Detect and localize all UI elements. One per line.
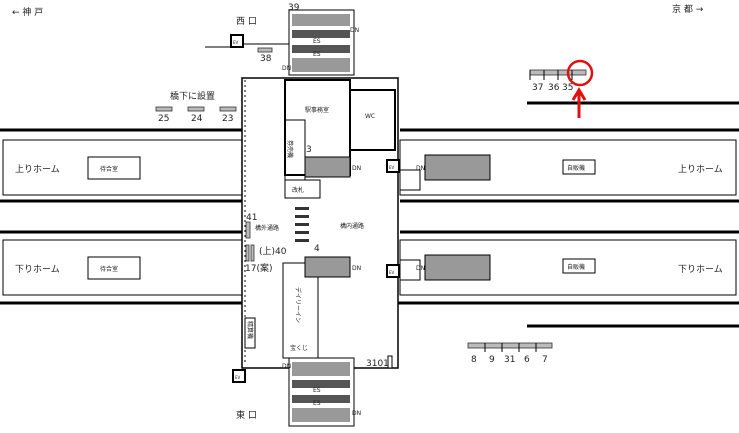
number-23: 23 xyxy=(222,114,233,124)
vending-machine-down xyxy=(562,258,596,274)
vending-machine-up xyxy=(562,159,596,175)
exit-west: 西 口 xyxy=(236,16,257,27)
dn-label: DN xyxy=(282,65,291,72)
item-17 xyxy=(245,244,250,262)
elevator-west: EV xyxy=(230,34,244,48)
items-37-34 xyxy=(529,69,587,80)
under-bridge-label: 橋下に設置 xyxy=(170,90,215,102)
daily-in-label: デイリーイン xyxy=(294,287,302,323)
number-37: 37 xyxy=(532,83,543,93)
inside-passage-label: 構内通路 xyxy=(340,222,364,230)
number-40: (上)40 xyxy=(259,246,287,257)
dn-label: DN xyxy=(416,265,425,272)
fare-adjust-label: 精算機 xyxy=(246,321,254,339)
lottery-label: 宝くじ xyxy=(290,344,308,352)
fare-adjust-machine xyxy=(244,317,256,349)
item-3101 xyxy=(387,355,393,369)
es-label: ES xyxy=(313,387,321,394)
item-40 xyxy=(250,244,255,262)
dn-label: DN xyxy=(350,27,359,34)
direction-east: 京 都 → xyxy=(672,3,704,15)
item-23 xyxy=(219,106,237,112)
number-39: 39 xyxy=(288,3,300,13)
platform-down-label: 下りホーム xyxy=(15,264,60,275)
number-41: 41 xyxy=(246,213,257,223)
platform-up-label-right: 上りホーム xyxy=(678,164,723,175)
dn-label: DN xyxy=(282,363,291,370)
concourse xyxy=(241,77,421,369)
elevator-up-platform: EV xyxy=(386,159,400,173)
ticket-gates xyxy=(295,207,309,242)
direction-west: ← 神 戸 xyxy=(12,6,43,18)
vending-label: 自販機 xyxy=(567,164,585,172)
number-3: 3 xyxy=(306,145,312,155)
number-36: 36 xyxy=(548,83,560,93)
number-24: 24 xyxy=(191,114,203,124)
waiting-room-up xyxy=(87,156,141,180)
number-3101: 3101 xyxy=(366,359,389,369)
number-17: 17(案) xyxy=(245,262,272,274)
number-31: 31 xyxy=(504,355,515,365)
number-35: 35 xyxy=(562,83,573,93)
number-25: 25 xyxy=(158,114,169,124)
highlight-circle xyxy=(566,59,594,87)
ticket-machine-label: 券売機 xyxy=(286,140,294,158)
item-25 xyxy=(155,106,173,112)
dn-label: DN xyxy=(416,165,425,172)
outside-passage-label: 構外通路 xyxy=(255,224,279,232)
item-24 xyxy=(187,106,205,112)
svg-text:EV: EV xyxy=(389,270,395,275)
office-label: 駅事務室 xyxy=(305,106,329,114)
number-4: 4 xyxy=(314,244,320,254)
stairs-west-exit xyxy=(288,9,355,76)
es-label: ES xyxy=(313,51,321,58)
elevator-east: EV xyxy=(232,369,246,383)
exit-east: 東 口 xyxy=(236,409,257,421)
dn-label: DN xyxy=(352,265,361,272)
waiting-room-label: 待合室 xyxy=(100,265,118,273)
tracks xyxy=(0,101,739,328)
stairs-east-exit xyxy=(288,357,355,427)
es-label: ES xyxy=(313,38,321,45)
platform-up-label: 上りホーム xyxy=(15,164,60,175)
number-38: 38 xyxy=(260,54,272,64)
svg-text:EV: EV xyxy=(233,40,239,45)
wc-label: WC xyxy=(365,113,375,120)
es-label: ES xyxy=(313,400,321,407)
highlight-arrow-icon xyxy=(571,87,587,118)
number-8: 8 xyxy=(471,355,477,365)
number-9: 9 xyxy=(489,355,495,365)
dn-label: DN xyxy=(352,165,361,172)
svg-text:EV: EV xyxy=(389,165,395,170)
number-6: 6 xyxy=(524,355,530,365)
items-8-7 xyxy=(467,342,553,352)
item-41 xyxy=(245,221,251,239)
stairs-down-platform xyxy=(424,254,491,281)
gate-label: 改札 xyxy=(292,186,304,194)
waiting-room-label: 待合室 xyxy=(100,165,118,173)
svg-text:EV: EV xyxy=(235,375,241,380)
number-7: 7 xyxy=(542,355,548,365)
elevator-down-platform: EV xyxy=(386,264,400,278)
waiting-room-down xyxy=(87,256,141,280)
stairs-up-platform xyxy=(424,154,491,181)
stairs-3 xyxy=(304,156,351,178)
item-38 xyxy=(257,47,273,53)
platform-down-label-right: 下りホーム xyxy=(678,264,723,275)
vending-label: 自販機 xyxy=(567,263,585,271)
dn-label: DN xyxy=(352,410,361,417)
stairs-4 xyxy=(304,256,351,278)
